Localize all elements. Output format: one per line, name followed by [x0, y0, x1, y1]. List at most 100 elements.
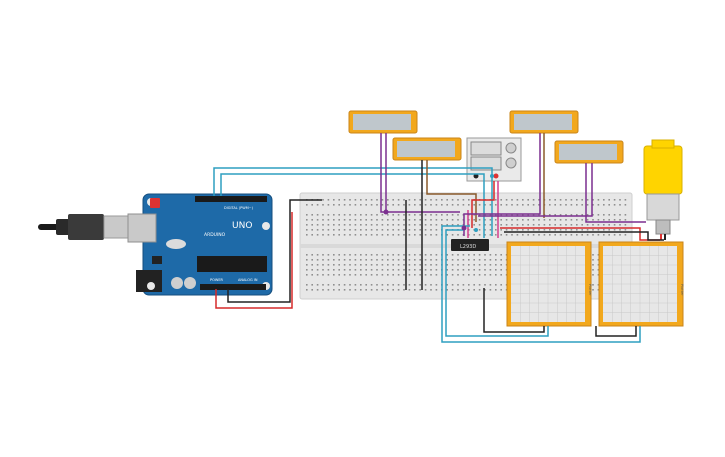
- wire-black[interactable]: [504, 231, 664, 241]
- breadboard-hole: [403, 219, 405, 221]
- breadboard-hole: [559, 199, 562, 201]
- breadboard-hole: [306, 234, 308, 236]
- breadboard-hole: [619, 204, 621, 206]
- breadboard-hole: [306, 224, 308, 226]
- breadboard-hole: [430, 199, 432, 201]
- breadboard-hole: [306, 229, 308, 231]
- breadboard-hole: [419, 284, 421, 286]
- breadboard-hole: [414, 284, 416, 286]
- breadboard-hole: [500, 289, 502, 291]
- breadboard-hole: [327, 259, 330, 261]
- terminal: [493, 173, 499, 179]
- knob-icon[interactable]: [505, 157, 517, 169]
- breadboard-hole: [468, 264, 470, 266]
- breadboard-hole: [576, 224, 578, 226]
- breadboard-hole: [624, 224, 627, 226]
- wire-purple[interactable]: [585, 163, 646, 223]
- wire-black[interactable]: [595, 326, 637, 337]
- breadboard-hole: [419, 289, 421, 291]
- breadboard-hole: [349, 214, 351, 216]
- wire-brown[interactable]: [426, 160, 477, 222]
- wire-purple[interactable]: [478, 163, 593, 217]
- breadboard-hole: [408, 254, 411, 256]
- breadboard-hole: [451, 259, 454, 261]
- reset-button[interactable]: [150, 198, 160, 208]
- breadboard-hole: [592, 254, 594, 256]
- usb-cable[interactable]: [38, 214, 129, 240]
- breadboard-hole: [316, 224, 319, 226]
- lcd-module-2[interactable]: [392, 137, 462, 161]
- breadboard-hole: [349, 269, 351, 271]
- breadboard-hole: [316, 284, 319, 286]
- wire-cyan[interactable]: [445, 229, 549, 337]
- l293d-ic[interactable]: L293D: [451, 239, 489, 251]
- breadboard-hole: [505, 234, 508, 236]
- breadboard-hole: [370, 214, 373, 216]
- breadboard-hole: [457, 204, 459, 206]
- breadboard-hole: [468, 259, 470, 261]
- breadboard-hole: [478, 264, 481, 266]
- lcd-module-3[interactable]: [509, 110, 579, 134]
- breadboard-hole: [478, 224, 481, 226]
- breadboard-hole: [478, 219, 481, 221]
- breadboard-hole: [478, 229, 481, 231]
- breadboard-hole: [381, 284, 384, 286]
- breadboard-hole: [387, 229, 389, 231]
- breadboard-hole: [570, 199, 573, 201]
- breadboard-hole: [495, 204, 497, 206]
- breadboard-hole: [446, 214, 448, 216]
- wires[interactable]: [213, 133, 664, 343]
- wire-black[interactable]: [483, 288, 545, 333]
- junctions: [383, 174, 494, 232]
- breadboard-hole: [360, 269, 362, 271]
- arduino-uno-board[interactable]: UNO ARDUINO DIGITAL (PWM~) POWER ANALOG …: [127, 193, 273, 296]
- breadboard-hole: [397, 229, 400, 231]
- wire-red[interactable]: [215, 212, 293, 309]
- knob-icon[interactable]: [505, 142, 517, 154]
- wire-purple[interactable]: [380, 133, 460, 213]
- breadboard-hole: [451, 264, 454, 266]
- breadboard-hole: [311, 219, 313, 221]
- breadboard-hole: [489, 254, 492, 256]
- breadboard-hole: [549, 214, 551, 216]
- breadboard-hole: [414, 269, 416, 271]
- lcd-module-4[interactable]: [554, 140, 624, 164]
- breadboard-hole: [522, 204, 524, 206]
- breadboard-hole: [322, 234, 324, 236]
- breadboard-hole: [597, 289, 600, 291]
- breadboard-hole: [586, 219, 589, 221]
- breadboard-hole: [419, 219, 421, 221]
- breadboard-hole: [419, 254, 421, 256]
- breadboard-hole: [451, 214, 454, 216]
- breadboard-hole: [570, 204, 573, 206]
- breadboard-hole: [430, 284, 432, 286]
- breadboard-hole: [370, 224, 373, 226]
- breadboard-hole: [424, 199, 427, 201]
- wire-cyan[interactable]: [441, 225, 641, 343]
- wire-cyan[interactable]: [213, 167, 493, 236]
- breadboard-hole: [408, 219, 411, 221]
- wire-cyan[interactable]: [220, 173, 485, 238]
- breadboard-hole: [532, 214, 535, 216]
- breadboard-hole: [360, 284, 362, 286]
- plotter-2[interactable]: Plotter: [598, 241, 684, 327]
- lcd-module-1[interactable]: [348, 110, 418, 134]
- dc-motor[interactable]: [643, 139, 683, 240]
- wire-purple[interactable]: [463, 133, 541, 236]
- breadboard-hole: [419, 264, 421, 266]
- atmega-chip: [197, 256, 267, 272]
- breadboard-hole: [343, 234, 346, 236]
- breadboard-hole: [495, 229, 497, 231]
- breadboard-hole: [554, 229, 556, 231]
- wire-black[interactable]: [227, 199, 322, 303]
- breadboard-hole: [608, 224, 610, 226]
- plotter-1[interactable]: Plotter: [506, 241, 592, 327]
- breadboard-hole: [613, 219, 616, 221]
- breadboard-hole: [316, 254, 319, 256]
- breadboard-hole: [446, 199, 448, 201]
- breadboard-hole: [397, 204, 400, 206]
- breadboard-hole: [311, 229, 313, 231]
- breadboard-hole: [338, 219, 340, 221]
- breadboard-hole: [311, 204, 313, 206]
